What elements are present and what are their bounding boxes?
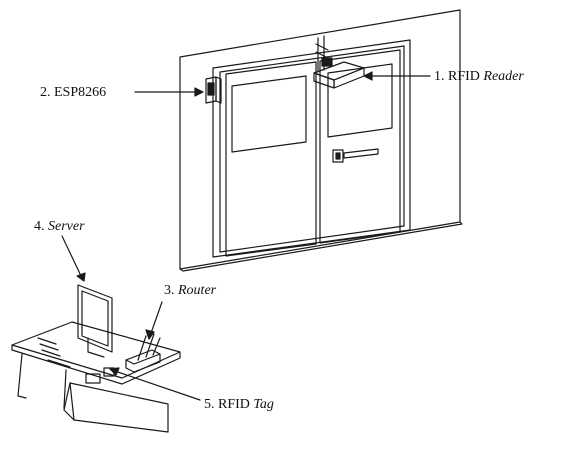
router-antenna-1	[137, 335, 147, 361]
router-antenna-3	[152, 337, 161, 356]
desk-top-edge	[11, 344, 181, 385]
label-router: 3. Router	[164, 283, 217, 298]
server-monitor	[77, 284, 113, 353]
label-server: 4. Server	[34, 219, 85, 234]
door-frame-inner	[219, 45, 405, 253]
esp8266-box-side	[215, 76, 222, 104]
door-handle-bar	[343, 148, 379, 159]
desk-leg-right	[63, 369, 67, 409]
door-handle-inner	[335, 152, 341, 160]
rfid-reader-label	[321, 57, 333, 67]
right-door-leaf	[319, 49, 401, 244]
label-esp8266: 2. ESP8266	[40, 85, 107, 100]
desk-front-panel-edge	[63, 382, 75, 421]
router-body-front	[125, 353, 161, 373]
desk-leg-left	[17, 353, 27, 399]
server-monitor-screen	[81, 290, 109, 347]
arrow-tag-head	[109, 367, 120, 376]
rfid-mount-3	[315, 43, 329, 51]
arrow-tag	[111, 369, 201, 401]
wall-edge	[179, 221, 463, 272]
rfid-mount-4	[315, 51, 329, 59]
esp8266-chip	[207, 82, 215, 96]
right-door-window	[327, 63, 393, 138]
label-rfid-tag: 5. RFID Tag	[204, 397, 274, 412]
door-handle-plate	[332, 149, 344, 163]
arrow-reader-head	[363, 71, 373, 81]
router-body	[125, 349, 161, 365]
left-door-window	[231, 75, 307, 153]
arrow-server-head	[76, 272, 86, 282]
door-frame-outer	[212, 39, 411, 258]
label-rfid-reader: 1. RFID Reader	[434, 69, 524, 84]
arrow-server	[61, 235, 83, 279]
arrow-router	[149, 301, 163, 337]
arrow-router-head	[145, 329, 155, 340]
arrow-esp-head	[194, 87, 204, 97]
desk-front-panel	[69, 382, 169, 433]
server-monitor-stand	[87, 337, 105, 358]
rfid-reader-front	[313, 72, 335, 89]
router-antenna-2	[145, 333, 155, 358]
left-door-leaf	[225, 61, 317, 257]
rfid-tag-card	[85, 373, 101, 384]
